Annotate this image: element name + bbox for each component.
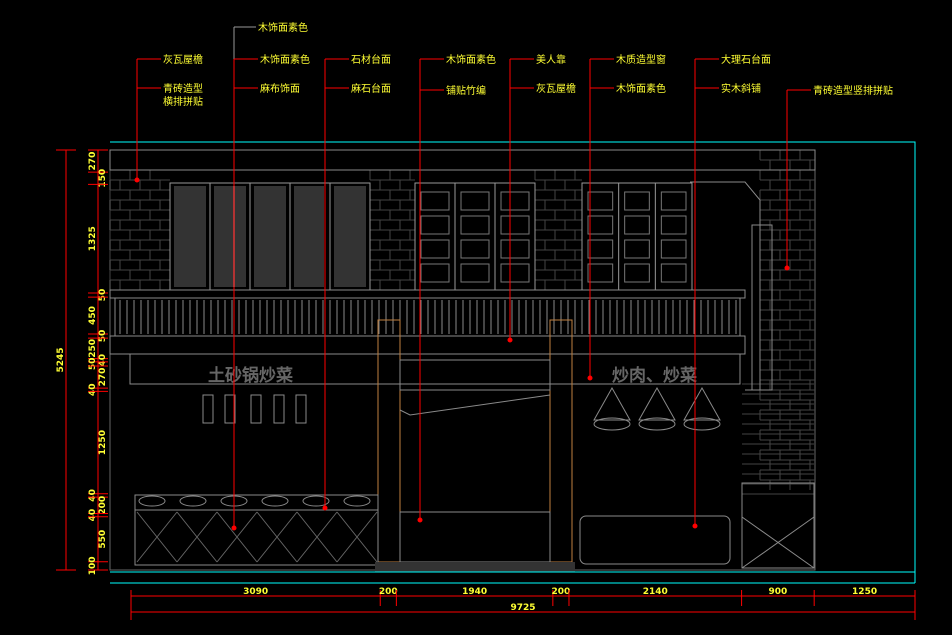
leaders xyxy=(134,26,811,531)
dim-segment: 2140 xyxy=(643,587,668,597)
dim-total: 9725 xyxy=(510,603,535,613)
callout-label: 木质造型窗 xyxy=(616,53,666,66)
callout-label: 横排拼贴 xyxy=(163,95,203,108)
callout-label: 灰瓦屋檐 xyxy=(536,82,576,95)
dim-total: 5245 xyxy=(56,347,66,372)
eaves-and-railing xyxy=(109,149,816,391)
callout-labels: 木饰面素色 灰瓦屋檐青砖造型横排拼贴木饰面素色麻布饰面石材台面麻石台面木饰面素色… xyxy=(163,21,893,108)
dim-segment: 150 xyxy=(98,169,108,188)
callout-label: 木饰面素色 xyxy=(616,82,666,95)
dim-segment: 450 xyxy=(88,306,98,325)
dim-segment: 50 xyxy=(98,289,108,302)
dim-segment: 1325 xyxy=(88,226,98,251)
callout-label: 麻布饰面 xyxy=(260,82,300,95)
dim-segment: 40 xyxy=(88,489,98,502)
dim-segment: 40 xyxy=(88,383,98,396)
horizontal-dimensions: 3090 200 1940 200 2140 900 1250 9725 xyxy=(130,587,916,620)
callout-label: 麻石台面 xyxy=(351,82,391,95)
dim-segment: 200 xyxy=(379,587,398,597)
dim-segment: 550 xyxy=(98,530,108,549)
dim-segment: 200 xyxy=(98,496,108,515)
dim-segment: 40 xyxy=(88,509,98,522)
dim-segment: 1250 xyxy=(98,430,108,455)
outline-frame xyxy=(110,141,916,584)
callout-label: 青砖造型竖排拼贴 xyxy=(813,84,893,97)
sign-right: 炒肉、炒菜 xyxy=(612,365,698,386)
dim-segment: 50 xyxy=(98,330,108,343)
upper-windows xyxy=(169,182,693,291)
callout-label: 青砖造型 xyxy=(163,82,203,95)
dim-segment: 100 xyxy=(88,557,98,576)
sign-left: 土砂锅炒菜 xyxy=(208,365,294,386)
callout-label: 大理石台面 xyxy=(721,53,771,66)
dim-segment: 270 xyxy=(98,368,108,387)
callout-label: 实木斜铺 xyxy=(721,82,761,95)
dim-segment: 250 xyxy=(88,339,98,358)
callout-label: 灰瓦屋檐 xyxy=(163,53,203,66)
dim-segment: 50 xyxy=(88,358,98,371)
callout-label: 铺贴竹编 xyxy=(446,84,486,97)
dim-segment: 270 xyxy=(88,152,98,171)
callout-label: 木饰面素色 xyxy=(260,53,310,66)
dim-segment: 40 xyxy=(98,354,108,367)
vertical-dimensions: 5245270150132550450502504050270401250402… xyxy=(56,149,108,576)
callout-label: 木饰面素色 xyxy=(446,53,496,66)
dim-segment: 1250 xyxy=(852,587,877,597)
callout-label: 美人靠 xyxy=(536,53,566,66)
callout-label: 石材台面 xyxy=(351,53,391,66)
dim-segment: 900 xyxy=(768,587,787,597)
dim-segment: 3090 xyxy=(243,587,268,597)
callout-top: 木饰面素色 xyxy=(258,21,308,34)
dim-segment: 200 xyxy=(552,587,571,597)
dim-segment: 1940 xyxy=(462,587,487,597)
lower-storefront xyxy=(134,319,815,572)
